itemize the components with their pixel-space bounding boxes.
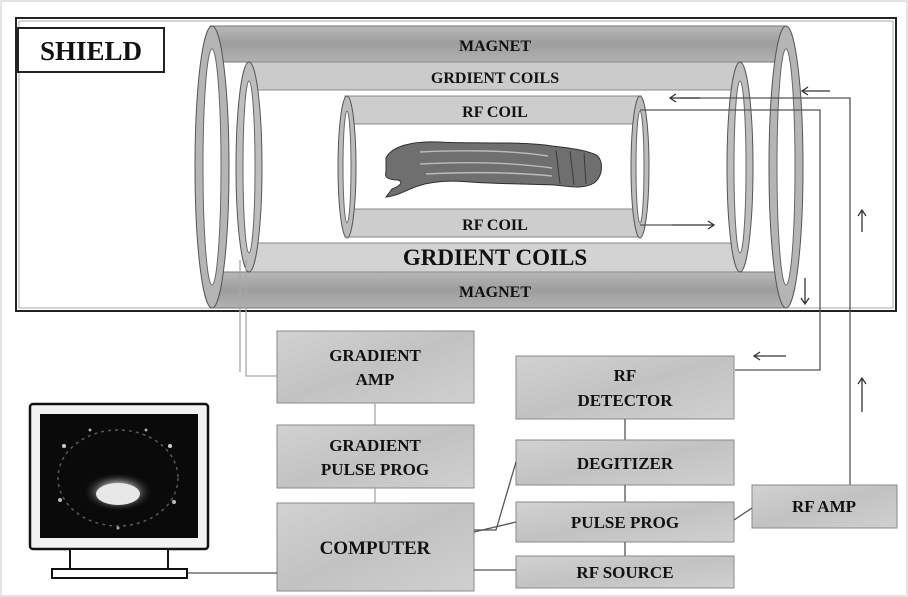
digitizer-label: DEGITIZER [577, 454, 674, 473]
magnet-bottom-label: MAGNET [459, 284, 531, 301]
gradient-coils-bottom-label: GRDIENT COILS [403, 245, 587, 270]
wire-computer-to-digitizer [474, 462, 516, 530]
gradient-coils-top-label: GRDIENT COILS [431, 70, 559, 87]
gradient-amp-label-1: GRADIENT [329, 346, 421, 365]
rf-coil-top-label: RF COIL [462, 104, 528, 121]
rf-coil-bottom-label: RF COIL [462, 217, 528, 234]
gradient-amp-label-2: AMP [356, 370, 395, 389]
gradient-pulse-prog-label-2: PULSE PROG [321, 460, 429, 479]
pulse-prog-label: PULSE PROG [571, 513, 679, 532]
computer-label: COMPUTER [320, 538, 431, 559]
magnet-top-label: MAGNET [459, 38, 531, 55]
gradient-amp-block [277, 331, 474, 403]
rf-detector-label-2: DETECTOR [577, 391, 673, 410]
rf-source-label: RF SOURCE [576, 563, 673, 582]
hand-specimen-icon [386, 142, 602, 197]
shield-label: SHIELD [40, 36, 142, 66]
gradient-pulse-prog-label-1: GRADIENT [329, 436, 421, 455]
rf-detector-label-1: RF [614, 366, 637, 385]
wire-pulse-prog-to-rf-amp [734, 508, 752, 520]
rf-amp-label: RF AMP [792, 497, 856, 516]
